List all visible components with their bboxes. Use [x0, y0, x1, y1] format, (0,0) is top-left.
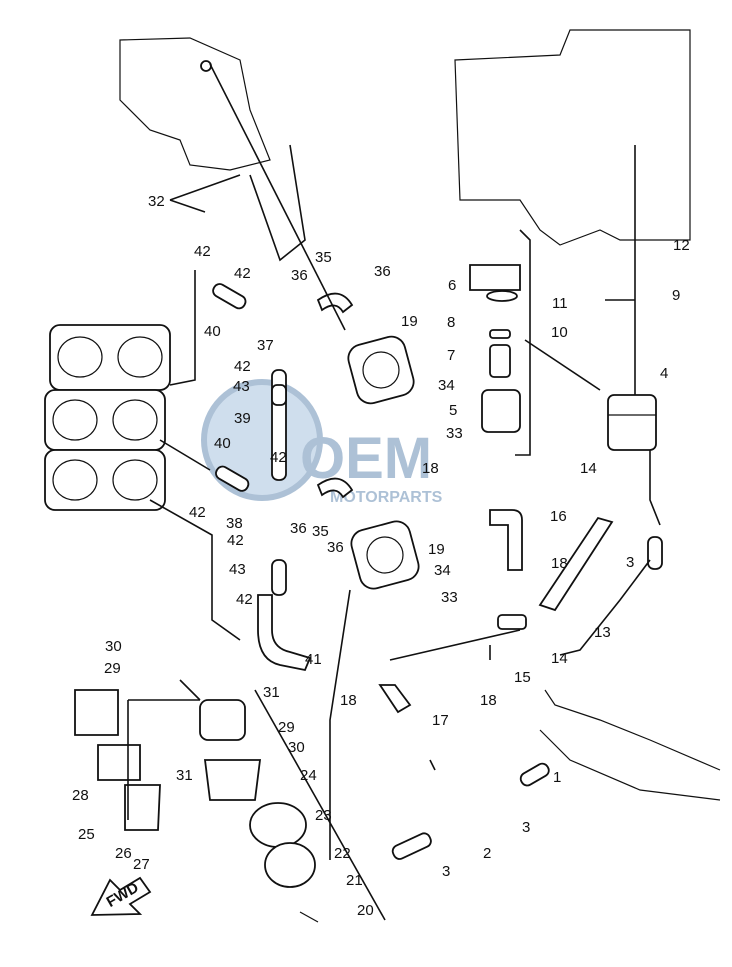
callout-2: 2: [483, 845, 491, 862]
callout-34: 34: [438, 377, 455, 394]
callout-42: 42: [234, 358, 251, 375]
callout-43: 43: [233, 378, 250, 395]
pump-disassembly: [74, 689, 319, 923]
powerhead-outline: [119, 37, 271, 171]
callout-1: 1: [553, 769, 561, 786]
callout-20: 20: [357, 902, 374, 919]
watermark-sub-text: MOTORPARTS: [330, 489, 443, 506]
callout-41: 41: [305, 651, 322, 668]
callout-40: 40: [214, 435, 231, 452]
callout-7: 7: [447, 347, 455, 364]
callout-43: 43: [229, 561, 246, 578]
callout-17: 17: [432, 712, 449, 729]
engine-block-outline: [454, 29, 691, 246]
upper-fitting: [200, 60, 212, 72]
watermark: OEM MOTORPARTS: [201, 379, 443, 506]
callout-10: 10: [551, 324, 568, 341]
callout-42: 42: [234, 265, 251, 282]
callout-11: 11: [552, 295, 568, 312]
callout-6: 6: [448, 277, 456, 294]
callout-4: 4: [660, 365, 668, 382]
callout-18: 18: [551, 555, 568, 572]
watermark-main-text: OEM: [300, 426, 432, 491]
callout-30: 30: [288, 739, 305, 756]
callout-28: 28: [72, 787, 89, 804]
callout-5: 5: [449, 402, 457, 419]
carburetor-stack: [44, 324, 171, 511]
callout-19: 19: [401, 313, 418, 330]
callout-12: 12: [673, 237, 690, 254]
callout-18: 18: [340, 692, 357, 709]
callout-36: 36: [327, 539, 344, 556]
fuel-filter-assembly: [469, 264, 657, 451]
callout-3: 3: [522, 819, 530, 836]
callout-19: 19: [428, 541, 445, 558]
callout-3: 3: [442, 863, 450, 880]
callout-38: 38: [226, 515, 243, 532]
callout-32: 32: [148, 193, 165, 210]
callout-36: 36: [291, 267, 308, 284]
callout-33: 33: [441, 589, 458, 606]
callout-8: 8: [447, 314, 455, 331]
callout-23: 23: [315, 807, 332, 824]
callout-42: 42: [227, 532, 244, 549]
callout-21: 21: [346, 872, 363, 889]
callout-34: 34: [434, 562, 451, 579]
callout-36: 36: [290, 520, 307, 537]
callout-37: 37: [257, 337, 274, 354]
callout-42: 42: [189, 504, 206, 521]
fuel-pump-upper: [347, 335, 415, 405]
callout-14: 14: [551, 650, 568, 667]
callout-27: 27: [133, 856, 150, 873]
callout-18: 18: [422, 460, 439, 477]
callout-31: 31: [263, 684, 280, 701]
callout-14: 14: [580, 460, 597, 477]
callout-24: 24: [300, 767, 317, 784]
callout-9: 9: [672, 287, 680, 304]
callout-3: 3: [626, 554, 634, 571]
callout-26: 26: [115, 845, 132, 862]
callout-29: 29: [278, 719, 295, 736]
callout-36: 36: [374, 263, 391, 280]
callout-42: 42: [270, 449, 287, 466]
callout-33: 33: [446, 425, 463, 442]
callout-13: 13: [594, 624, 611, 641]
callout-42: 42: [194, 243, 211, 260]
callout-39: 39: [234, 410, 251, 427]
lower-cowling-outline: [539, 689, 721, 801]
callout-labels: 1 2 3 3 3 4 5 6 7 8 9 10 11 12 13 14 14 …: [72, 193, 690, 919]
callout-16: 16: [550, 508, 567, 525]
callout-29: 29: [104, 660, 121, 677]
callout-18: 18: [480, 692, 497, 709]
callout-42: 42: [236, 591, 253, 608]
callout-25: 25: [78, 826, 95, 843]
leader-lines: [127, 63, 661, 921]
callout-22: 22: [334, 845, 351, 862]
fuel-pump-lower: [350, 520, 420, 590]
watermark-globe-icon: [201, 379, 323, 501]
callout-35: 35: [315, 249, 332, 266]
fuel-hoses: [212, 283, 663, 860]
callout-35: 35: [312, 523, 329, 540]
callout-40: 40: [204, 323, 221, 340]
forward-arrow: FWD: [90, 876, 152, 916]
fuel-joint: [497, 614, 527, 630]
callout-30: 30: [105, 638, 122, 655]
callout-15: 15: [514, 669, 531, 686]
callout-31: 31: [176, 767, 193, 784]
